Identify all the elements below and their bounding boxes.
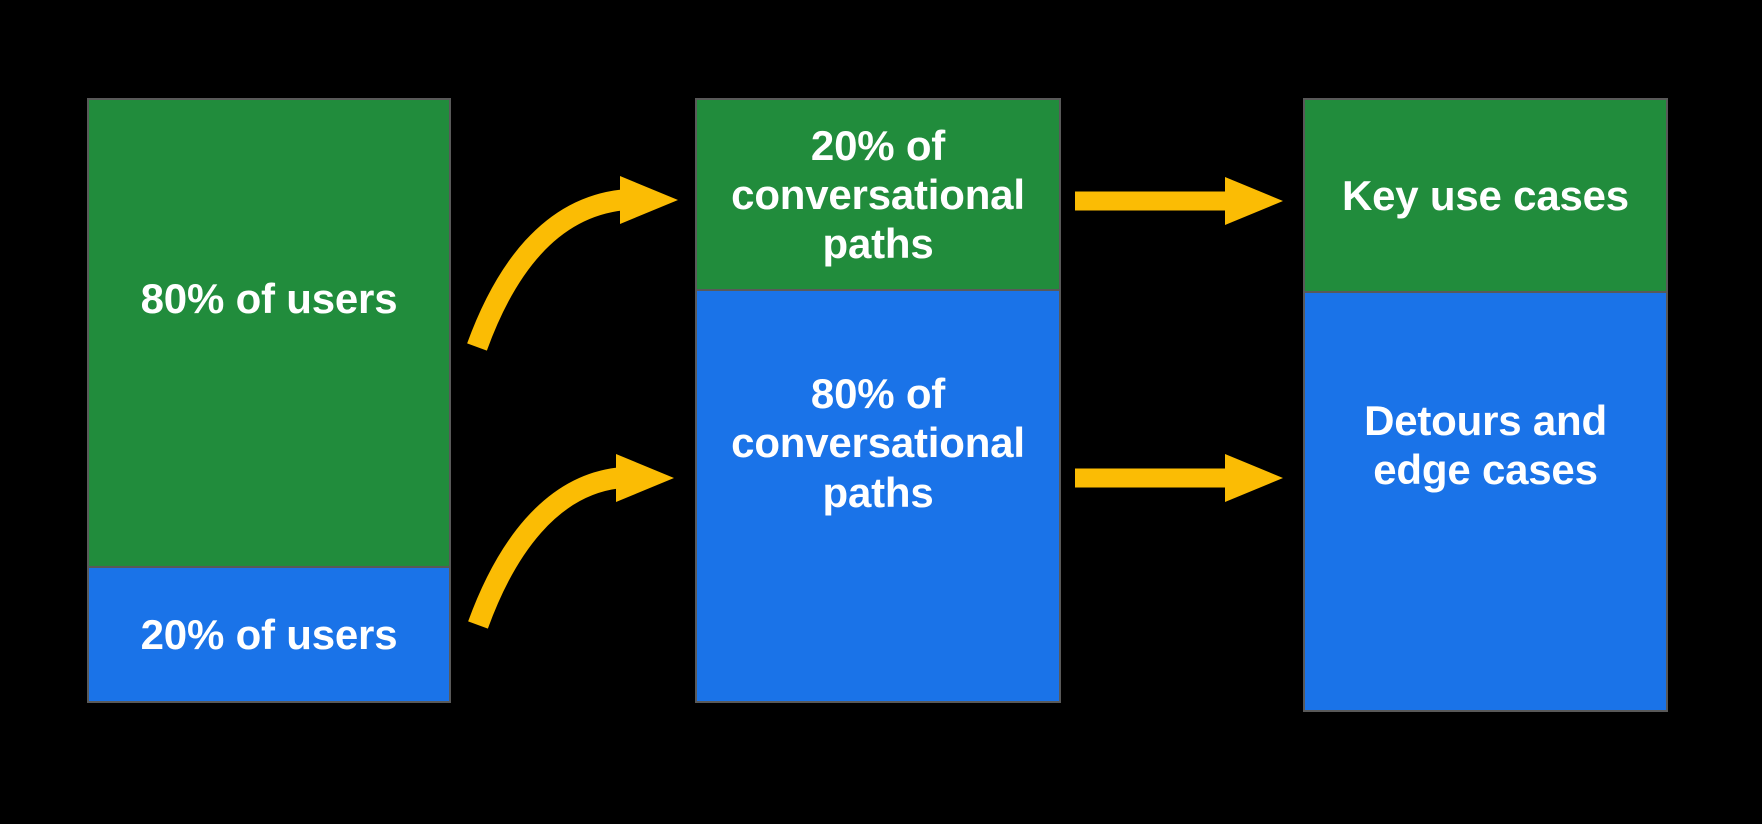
users-bar: 80% of users 20% of users <box>87 98 451 703</box>
detours-edge-cases-segment: Detours and edge cases <box>1305 291 1666 710</box>
users-minority-segment: 20% of users <box>89 566 449 701</box>
key-use-cases-segment: Key use cases <box>1305 100 1666 291</box>
use-cases-bar: Key use cases Detours and edge cases <box>1303 98 1668 712</box>
paths-minority-label: 20% of conversational paths <box>731 121 1025 268</box>
users-minority-label: 20% of users <box>140 610 398 658</box>
straight-arrow-icon <box>1075 454 1283 502</box>
conversational-paths-bar: 20% of conversational paths 80% of conve… <box>695 98 1061 703</box>
users-majority-label: 80% of users <box>140 275 398 323</box>
curved-arrow-icon <box>468 454 674 629</box>
paths-majority-segment: 80% of conversational paths <box>697 289 1059 701</box>
users-majority-segment: 80% of users <box>89 100 449 566</box>
detours-edge-cases-label: Detours and edge cases <box>1364 396 1607 493</box>
paths-majority-label: 80% of conversational paths <box>731 370 1025 516</box>
curved-arrow-icon <box>467 176 678 351</box>
key-use-cases-label: Key use cases <box>1342 171 1629 219</box>
paths-minority-segment: 20% of conversational paths <box>697 100 1059 289</box>
straight-arrow-icon <box>1075 177 1283 225</box>
